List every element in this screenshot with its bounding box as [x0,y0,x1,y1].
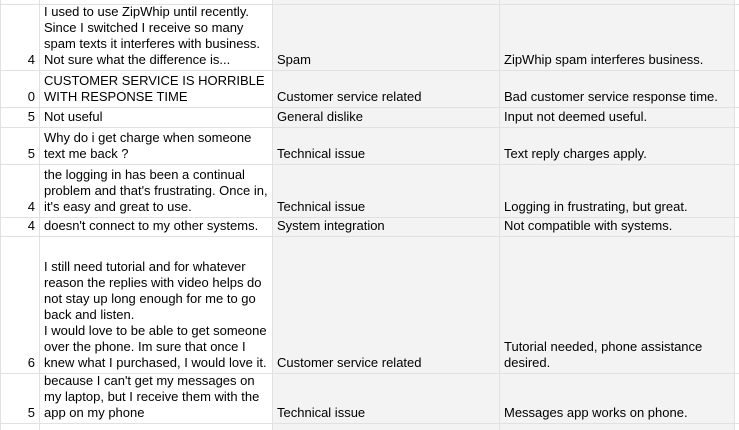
category-cell[interactable]: Technical issue [273,374,500,424]
feedback-cell[interactable]: Why do i get charge when someone text me… [40,128,273,165]
overflow-cell[interactable] [735,374,739,424]
overflow-cell[interactable] [735,108,739,128]
category-cell[interactable]: Customer service related [273,237,500,374]
clipped-row-bottom [0,424,739,430]
summary-cell[interactable]: Messages app works on phone. [500,374,735,424]
feedback-cell[interactable] [40,424,273,430]
summary-cell[interactable]: ZipWhip spam interferes business. [500,5,735,71]
feedback-cell[interactable]: doesn't connect to my other systems. [40,218,273,237]
table-row: 4 doesn't connect to my other systems. S… [0,218,739,237]
table-row: 5 because I can't get my messages on my … [0,374,739,424]
overflow-cell[interactable] [735,128,739,165]
overflow-cell[interactable] [735,165,739,218]
summary-cell[interactable]: Text reply charges apply. [500,128,735,165]
category-cell[interactable] [273,424,500,430]
summary-cell[interactable]: Not compatible with systems. [500,218,735,237]
summary-cell[interactable]: Input not deemed useful. [500,108,735,128]
table-row: 4 I used to use ZipWhip until recently. … [0,5,739,71]
category-cell[interactable]: System integration [273,218,500,237]
category-cell[interactable]: General dislike [273,108,500,128]
summary-cell[interactable] [500,0,735,5]
score-cell[interactable]: 4 [0,165,40,218]
score-cell[interactable]: 5 [0,128,40,165]
overflow-cell[interactable] [735,71,739,108]
summary-cell[interactable]: Tutorial needed, phone assistance desire… [500,237,735,374]
score-cell[interactable] [0,0,40,5]
feedback-cell[interactable]: I used to use ZipWhip until recently. Si… [40,5,273,71]
category-cell[interactable]: Technical issue [273,165,500,218]
score-cell[interactable]: 6 [0,237,40,374]
overflow-cell[interactable] [735,218,739,237]
category-cell[interactable]: Technical issue [273,128,500,165]
score-cell[interactable]: 5 [0,108,40,128]
feedback-cell[interactable]: I still need tutorial and for whatever r… [40,237,273,374]
summary-cell[interactable] [500,424,735,430]
feedback-cell[interactable]: Not useful [40,108,273,128]
score-cell[interactable]: 5 [0,374,40,424]
table-row: 6 I still need tutorial and for whatever… [0,237,739,374]
overflow-cell[interactable] [735,237,739,374]
table-row: 4 the logging in has been a continual pr… [0,165,739,218]
table-row: 0 CUSTOMER SERVICE IS HORRIBLE WITH RESP… [0,71,739,108]
feedback-cell[interactable]: CUSTOMER SERVICE IS HORRIBLE WITH RESPON… [40,71,273,108]
score-cell[interactable] [0,424,40,430]
summary-cell[interactable]: Logging in frustrating, but great. [500,165,735,218]
table-row: 5 Why do i get charge when someone text … [0,128,739,165]
feedback-cell[interactable]: because I can't get my messages on my la… [40,374,273,424]
overflow-cell[interactable] [735,5,739,71]
score-cell[interactable]: 0 [0,71,40,108]
clipped-row-top [0,0,739,5]
feedback-cell[interactable] [40,0,273,5]
score-cell[interactable]: 4 [0,5,40,71]
overflow-cell[interactable] [735,424,739,430]
score-cell[interactable]: 4 [0,218,40,237]
feedback-cell[interactable]: the logging in has been a continual prob… [40,165,273,218]
table-row: 5 Not useful General dislike Input not d… [0,108,739,128]
category-cell[interactable] [273,0,500,5]
category-cell[interactable]: Customer service related [273,71,500,108]
overflow-cell[interactable] [735,0,739,5]
category-cell[interactable]: Spam [273,5,500,71]
summary-cell[interactable]: Bad customer service response time. [500,71,735,108]
